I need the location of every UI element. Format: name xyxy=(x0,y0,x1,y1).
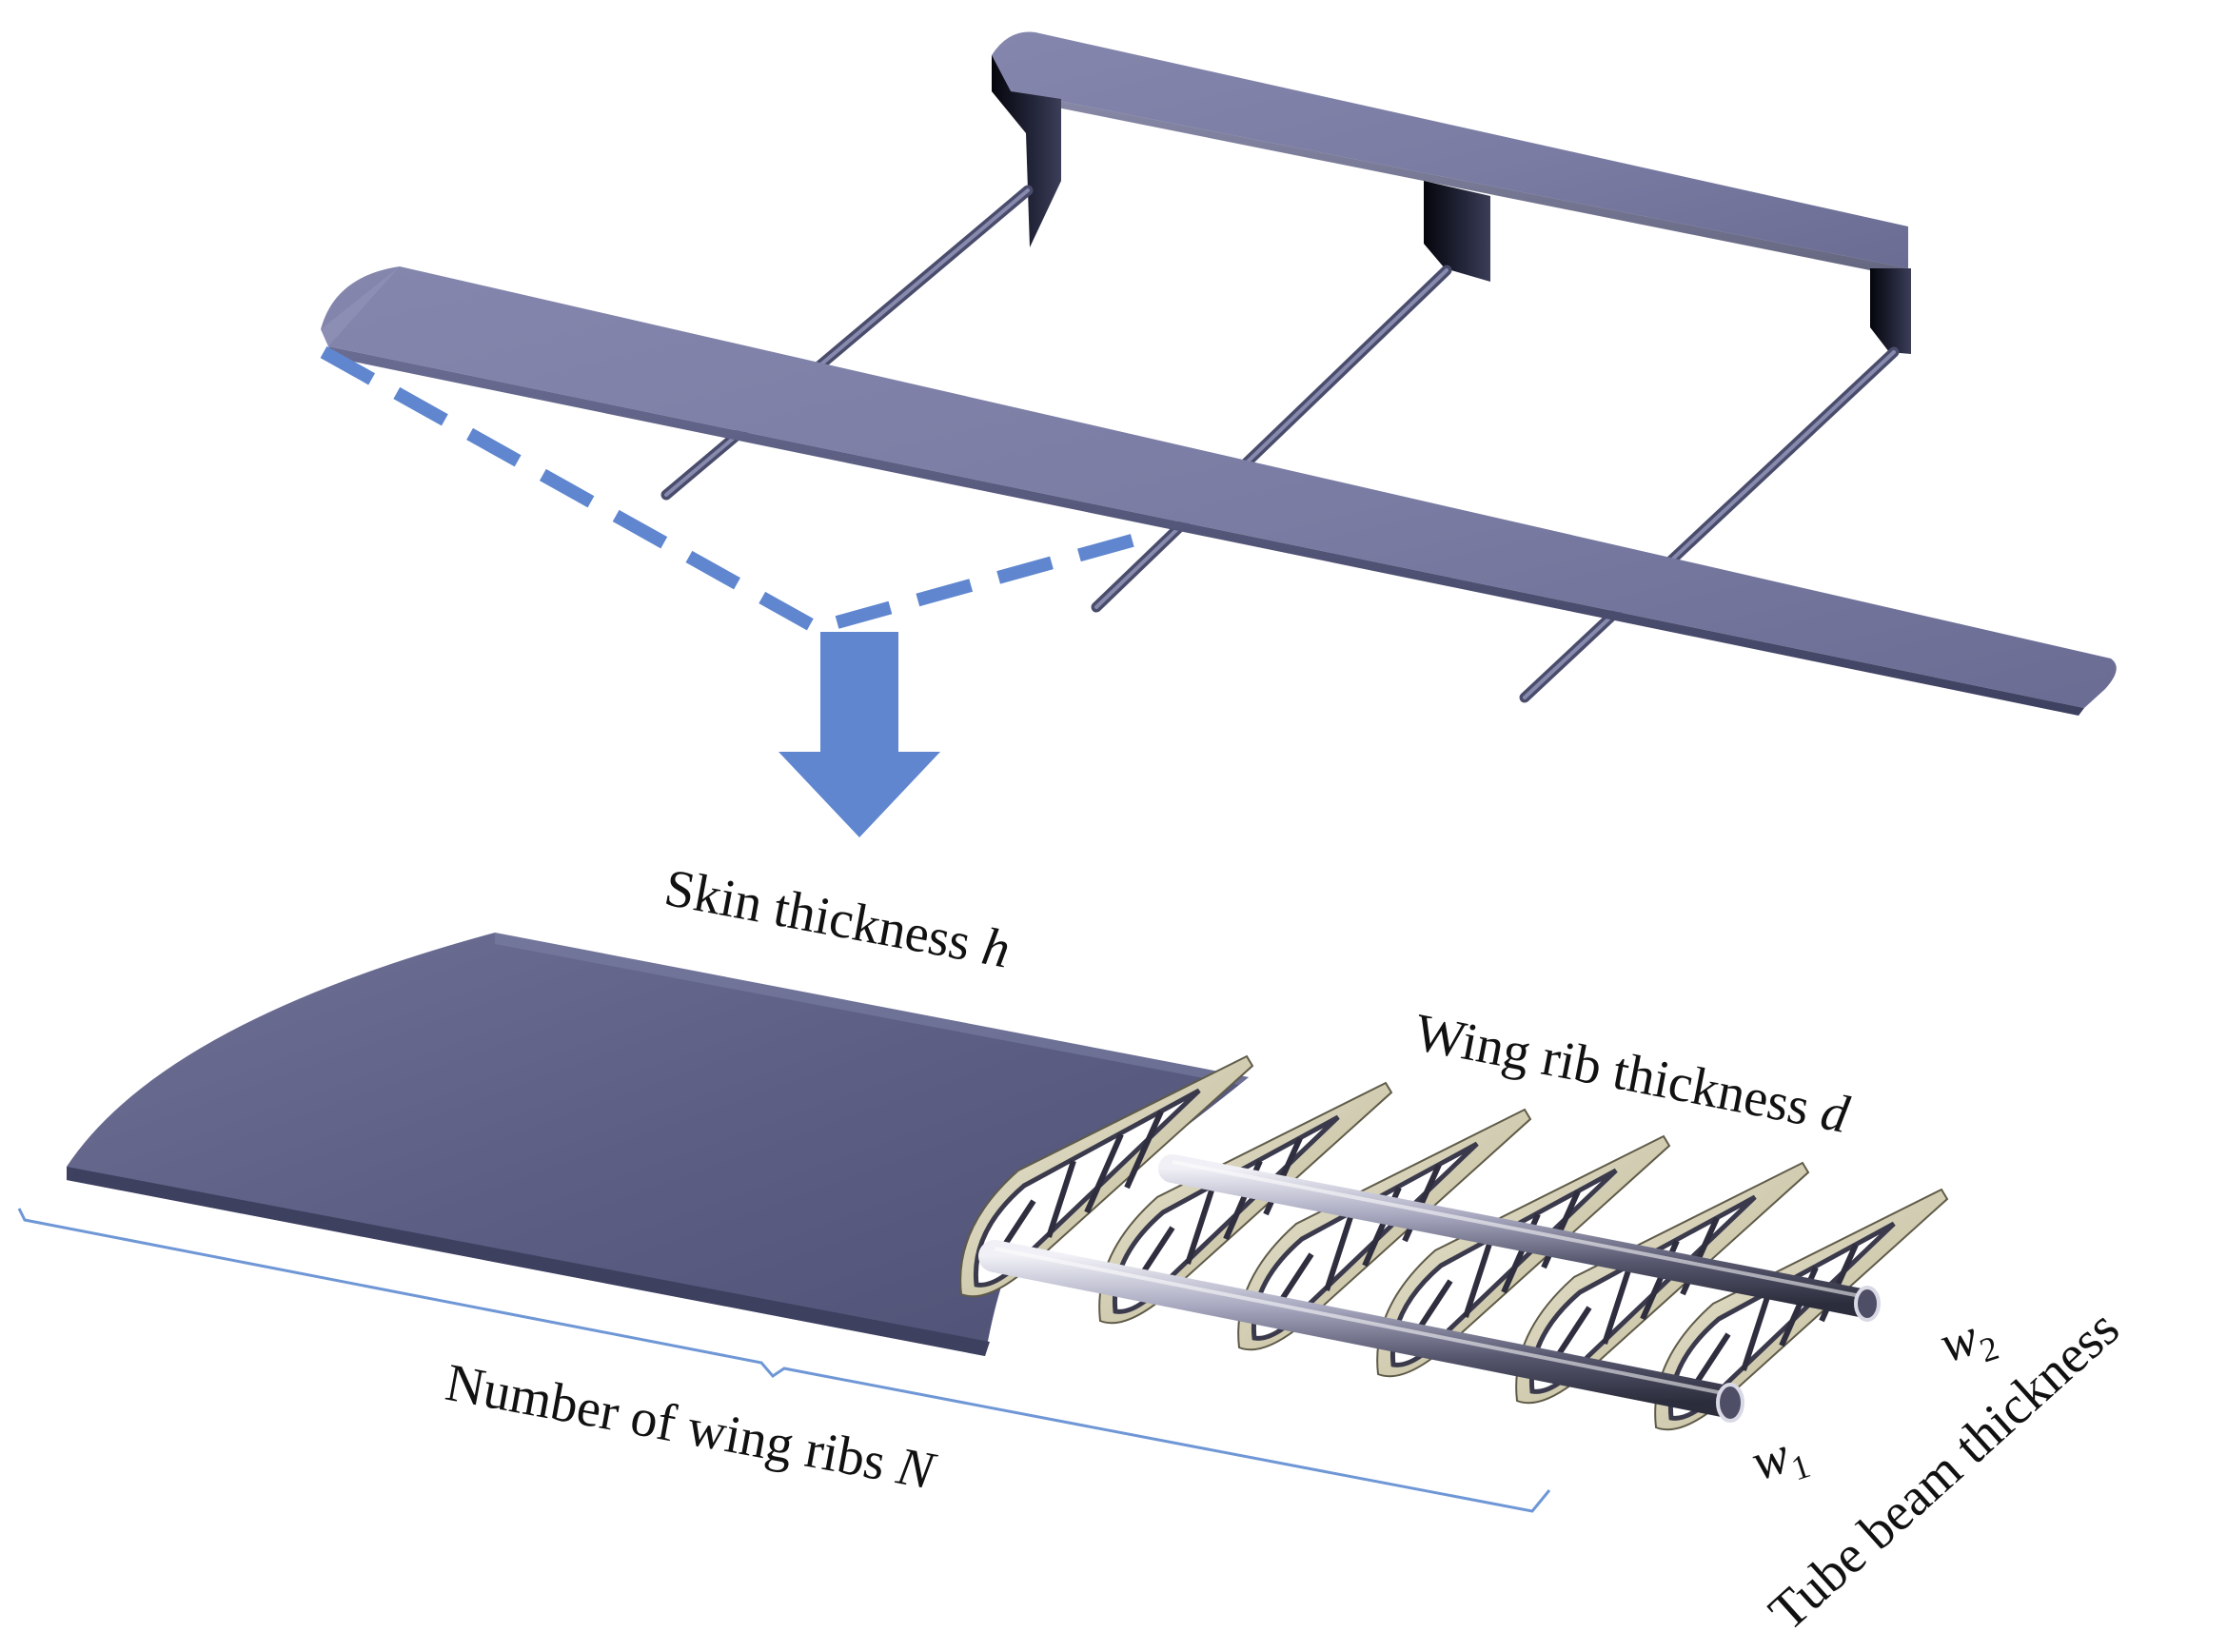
span-bracket xyxy=(17,1208,1551,1513)
wing-rib xyxy=(1515,1161,1810,1405)
wing-section-detail xyxy=(17,933,1949,1513)
wing-ribs xyxy=(959,1054,1949,1431)
tube-beams xyxy=(978,1154,1881,1423)
label-number-of-wing-ribs: Number of wing ribs N xyxy=(442,1353,941,1502)
callout-dashed-lines xyxy=(320,345,1161,636)
tube-beam-front-end xyxy=(1716,1383,1744,1423)
tube-beam-front xyxy=(978,1240,1744,1423)
wing-rib xyxy=(1237,1108,1532,1351)
detail-skin-panel xyxy=(67,933,1249,1356)
tail-booms xyxy=(660,185,1900,703)
label-w1: w1 xyxy=(1744,1420,1815,1499)
wing-rib xyxy=(959,1054,1254,1298)
label-skin-thickness: Skin thickness h xyxy=(660,858,1015,980)
label-wing-rib-thickness: Wing rib thickness d xyxy=(1410,1003,1855,1145)
wing-assembly xyxy=(321,31,2117,716)
vertical-spars xyxy=(992,55,1911,354)
main-wing xyxy=(321,266,2117,716)
zoom-callout xyxy=(320,345,1161,837)
label-w2: w2 xyxy=(1933,1302,2003,1381)
down-arrow xyxy=(778,632,940,837)
tube-beam-rear-end xyxy=(1854,1286,1881,1322)
tube-beam-rear xyxy=(1158,1154,1881,1322)
